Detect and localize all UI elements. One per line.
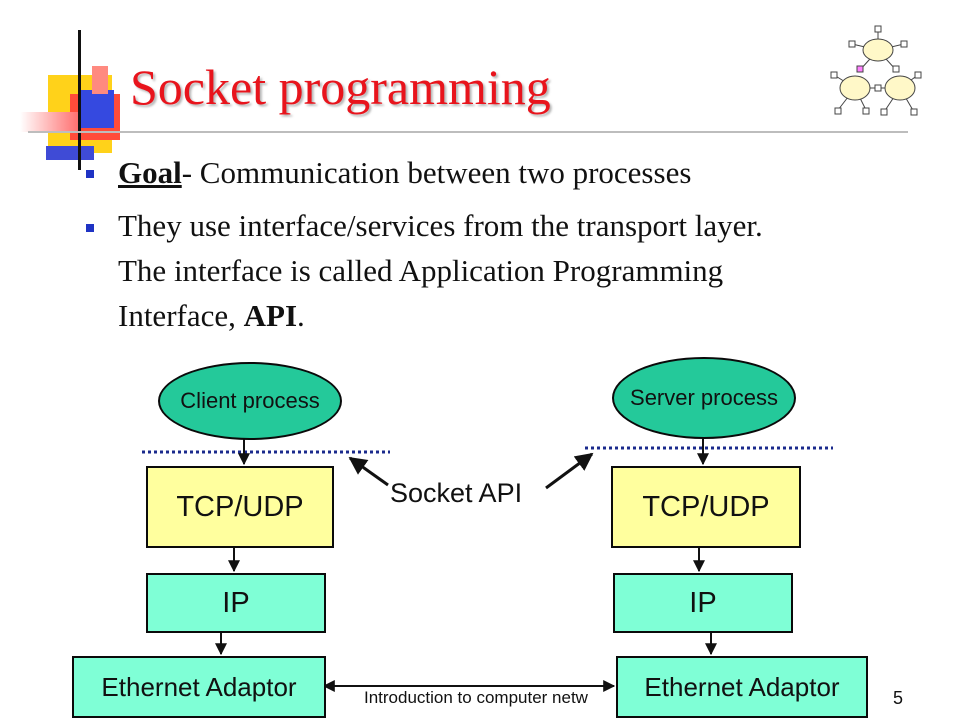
- goal-text: - Communication between two processes: [181, 155, 692, 190]
- server-tcp-udp-layer: TCP/UDP: [611, 466, 801, 548]
- socket-api-right-pointer: [545, 452, 594, 490]
- bullet-api-line1: They use interface/services from the tra…: [118, 208, 763, 243]
- api-line3-prefix: Interface,: [118, 298, 244, 333]
- slide-footer: Introduction to computer netw: [364, 688, 588, 707]
- client-tcp-udp-layer: TCP/UDP: [146, 466, 334, 548]
- api-term: API: [243, 298, 298, 333]
- server-ip-layer: IP: [613, 573, 793, 633]
- bullet-goal: Goal- Communication between two processe…: [118, 150, 691, 195]
- slide-title: Socket programming: [130, 59, 551, 115]
- api-line3-suffix: .: [297, 298, 305, 333]
- server-ethernet-adaptor: Ethernet Adaptor: [616, 656, 868, 718]
- socket-api-label: Socket API: [390, 478, 523, 508]
- client-ip-layer: IP: [146, 573, 326, 633]
- client-process-node: Client process: [158, 362, 342, 440]
- server-process-node: Server process: [612, 357, 796, 439]
- title-underline-rule: [28, 131, 908, 133]
- goal-label: Goal: [118, 155, 182, 190]
- bullet-marker: [86, 224, 94, 232]
- socket-api-left-pointer: [348, 456, 389, 487]
- page-number: 5: [893, 688, 904, 708]
- bullet-api-line2: The interface is called Application Prog…: [118, 253, 724, 288]
- bullet-api-line3: Interface, API.: [118, 293, 305, 338]
- bullet-marker: [86, 170, 94, 178]
- client-ethernet-adaptor: Ethernet Adaptor: [72, 656, 326, 718]
